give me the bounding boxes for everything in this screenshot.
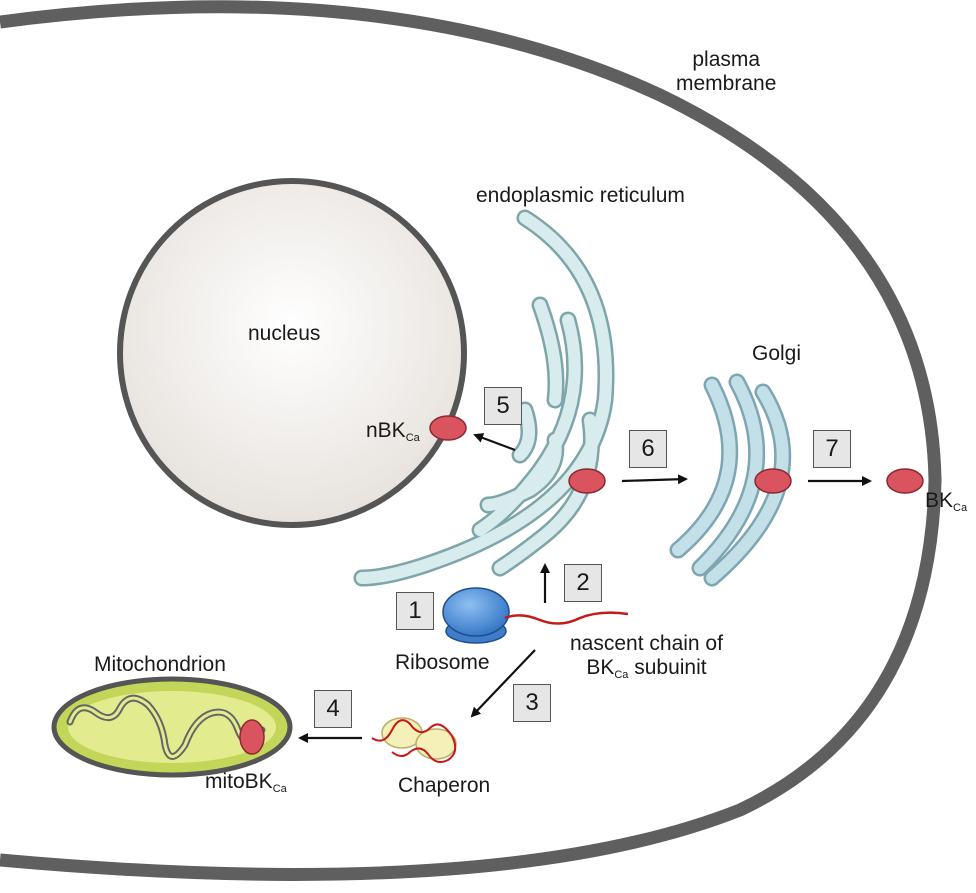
er-label: endoplasmic reticulum xyxy=(476,184,685,207)
mitobk-label: mitoBKCa xyxy=(205,770,287,795)
nascent-chain-label: nascent chain of BKCa subuinit xyxy=(570,632,723,682)
chaperon xyxy=(371,717,457,763)
step-3-box: 3 xyxy=(513,684,551,722)
mito-bk-channel xyxy=(239,719,265,755)
nbk-channel xyxy=(429,415,467,441)
ribosome-label: Ribosome xyxy=(395,651,490,674)
step-7-box: 7 xyxy=(813,430,851,468)
chaperon-label: Chaperon xyxy=(398,774,491,797)
nascent-chain xyxy=(504,611,629,625)
arrow-step6 xyxy=(621,474,688,485)
step-4-box: 4 xyxy=(314,690,352,728)
nbk-label: nBKCa xyxy=(366,419,420,444)
nucleus-label: nucleus xyxy=(248,322,321,345)
step-5-box: 5 xyxy=(484,387,522,425)
plasma-membrane xyxy=(0,0,942,881)
nucleus xyxy=(117,178,467,528)
golgi-bk-channel xyxy=(754,468,792,494)
endoplasmic-reticulum xyxy=(353,209,615,587)
arrows xyxy=(298,433,872,743)
arrow-step5 xyxy=(473,433,516,452)
er-bk-channel xyxy=(568,468,606,494)
membrane-bk-channel xyxy=(886,468,924,494)
mitochondrion xyxy=(51,676,293,778)
mitochondrion-label: Mitochondrion xyxy=(94,653,226,676)
step-1-box: 1 xyxy=(396,592,434,630)
bk-label: BKCa xyxy=(925,489,968,514)
golgi-label: Golgi xyxy=(752,342,802,365)
arrow-step3 xyxy=(470,649,536,718)
step-6-box: 6 xyxy=(629,430,667,468)
plasma-membrane-label: plasma membrane xyxy=(676,48,777,96)
ribosome xyxy=(442,587,510,644)
step-2-box: 2 xyxy=(564,564,602,602)
